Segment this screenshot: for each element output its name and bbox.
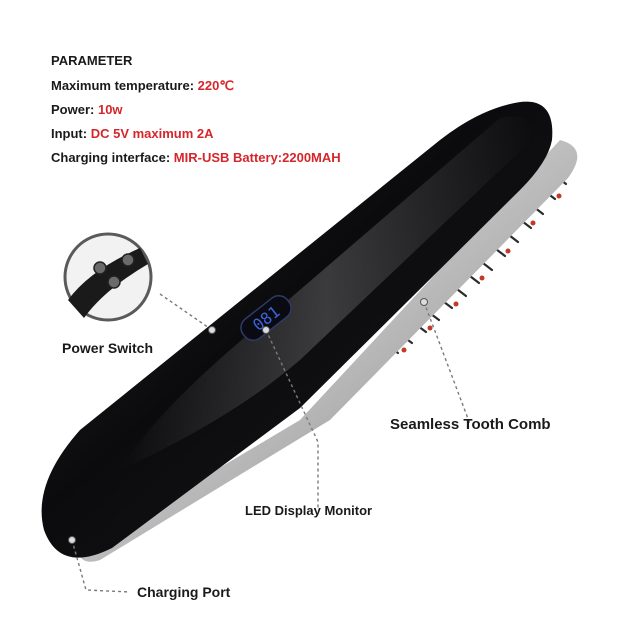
- spec-label: Input:: [51, 126, 91, 141]
- led-display-label: LED Display Monitor: [245, 503, 373, 518]
- spec-label: Power:: [51, 102, 98, 117]
- spec-value: 220℃: [197, 78, 234, 93]
- spec-value: 10w: [97, 102, 123, 117]
- tooth-comb-leader: [423, 301, 471, 425]
- switch-button-icon: [107, 275, 121, 289]
- spec-row-max-temperature: Maximum temperature: 220℃: [51, 78, 234, 94]
- spec-value: MIR-USB Battery:2200MAH: [173, 150, 341, 165]
- switch-button-icon: [121, 253, 135, 267]
- spec-row-input: Input: DC 5V maximum 2A: [51, 126, 214, 141]
- power-switch-inset: [63, 232, 153, 322]
- charging-port-label: Charging Port: [137, 584, 231, 600]
- body-highlight: [120, 116, 533, 470]
- spec-label: Maximum temperature:: [51, 78, 198, 93]
- spec-label: Charging interface:: [51, 150, 174, 165]
- parameter-heading: PARAMETER: [51, 53, 133, 68]
- switch-button-icon: [93, 261, 107, 275]
- comb-tips: [401, 193, 562, 353]
- power-switch-label: Power Switch: [62, 340, 154, 356]
- spec-row-power: Power: 10w: [51, 102, 123, 117]
- leader-dots: [68, 298, 428, 544]
- power-switch-leader: [159, 293, 213, 331]
- leader-lines: [71, 293, 471, 593]
- spec-row-charging-interface: Charging interface: MIR-USB Battery:2200…: [51, 150, 341, 165]
- tooth-comb-label: Seamless Tooth Comb: [390, 416, 551, 433]
- spec-value: DC 5V maximum 2A: [90, 126, 214, 141]
